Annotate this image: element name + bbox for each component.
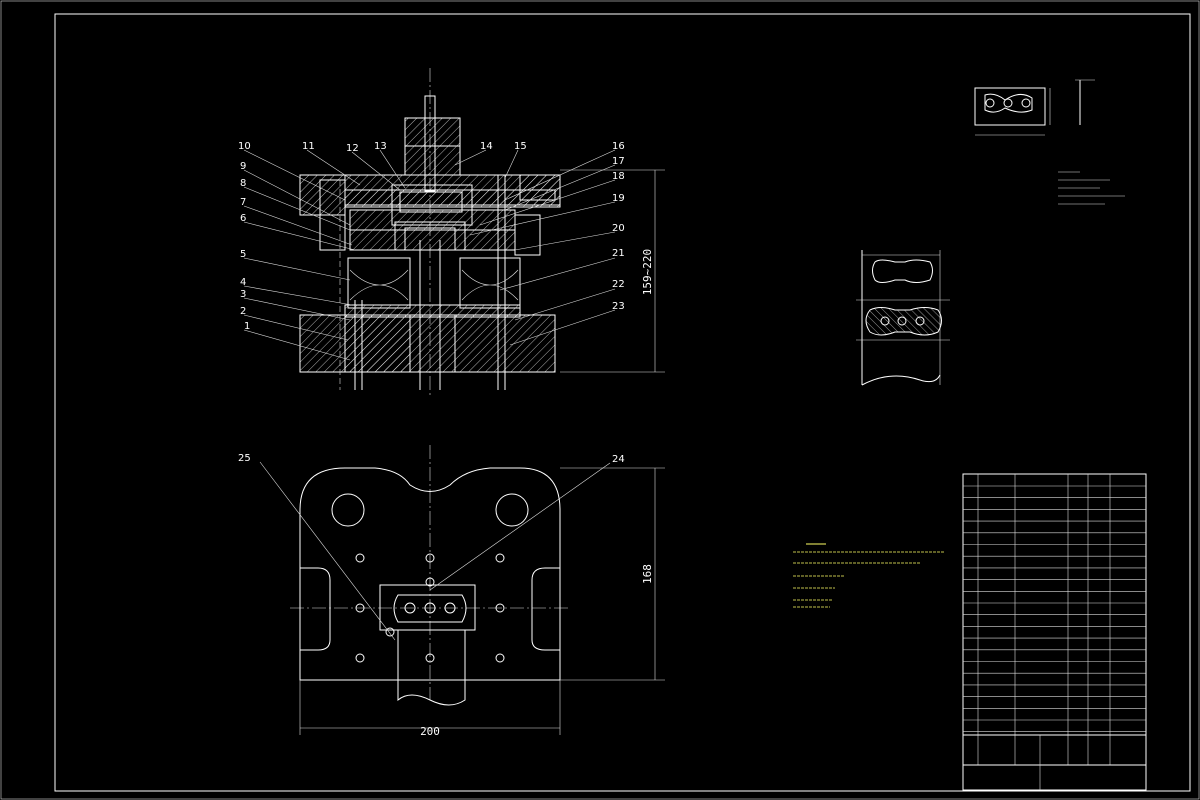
part-label-22: 22 xyxy=(612,279,625,290)
part-label-3: 3 xyxy=(240,289,246,300)
part-label-7: 7 xyxy=(240,197,246,208)
part-label-19: 19 xyxy=(612,193,625,204)
part-label-24: 24 xyxy=(612,454,625,465)
dim-plan-height: 168 xyxy=(641,564,654,584)
part-sketch xyxy=(974,79,1095,136)
part-labels: 1 2 3 4 5 6 7 8 9 10 11 12 13 14 15 16 1… xyxy=(238,141,625,465)
part-label-17: 17 xyxy=(612,156,625,167)
part-label-18: 18 xyxy=(612,171,625,182)
part-label-13: 13 xyxy=(374,141,387,152)
plan-view: 200 168 xyxy=(259,445,665,738)
part-label-2: 2 xyxy=(240,306,246,317)
section-view: 159~220 xyxy=(243,68,665,395)
part-label-12: 12 xyxy=(346,143,359,154)
part-label-25: 25 xyxy=(238,453,251,464)
part-label-10: 10 xyxy=(238,141,251,152)
part-label-4: 4 xyxy=(240,277,246,288)
part-label-15: 15 xyxy=(514,141,527,152)
part-label-5: 5 xyxy=(240,249,246,260)
part-label-9: 9 xyxy=(240,161,246,172)
part-label-1: 1 xyxy=(244,321,250,332)
part-label-8: 8 xyxy=(240,178,246,189)
dim-plan-width: 200 xyxy=(420,725,440,738)
part-label-16: 16 xyxy=(612,141,625,152)
part-label-11: 11 xyxy=(302,141,315,152)
tech-notes-2 xyxy=(793,543,945,608)
frame-border xyxy=(54,13,1191,792)
part-label-6: 6 xyxy=(240,213,246,224)
part-label-21: 21 xyxy=(612,248,625,259)
dim-height: 159~220 xyxy=(641,249,654,295)
part-label-20: 20 xyxy=(612,223,625,234)
strip-layout xyxy=(856,250,950,386)
parts-list-table xyxy=(962,473,1147,791)
part-label-23: 23 xyxy=(612,301,625,312)
part-label-14: 14 xyxy=(480,141,493,152)
tech-notes-1 xyxy=(1058,171,1125,205)
